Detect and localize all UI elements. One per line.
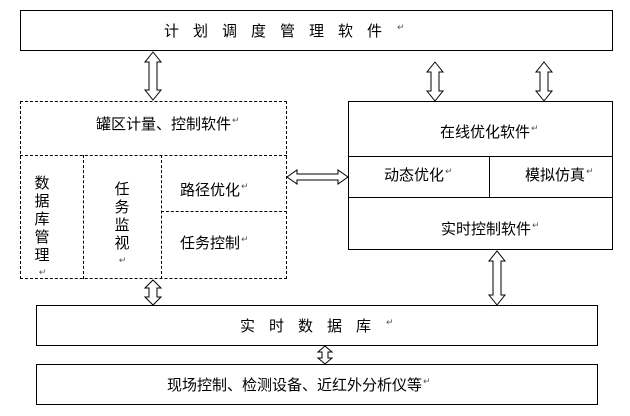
realtime-control-label: 实时控制软件↵ xyxy=(441,220,540,238)
task-monitor-label: 任务监视↵ xyxy=(114,180,130,266)
field-devices-label: 现场控制、检测设备、近红外分析仪等↵ xyxy=(167,376,431,394)
arrow-realtimedb-field xyxy=(316,345,334,365)
scheduling-software-box: 计划调度管理软件↵ xyxy=(20,10,613,51)
field-devices-box: 现场控制、检测设备、近红外分析仪等↵ xyxy=(36,364,598,405)
arrow-online-realtimedb xyxy=(487,250,507,306)
tank-area-title: 罐区计量、控制软件↵ xyxy=(96,115,240,133)
database-management-label: 数据库管理↵ xyxy=(34,174,50,278)
simulation-label: 模拟仿真↵ xyxy=(525,166,594,184)
arrow-scheduling-tank xyxy=(143,51,163,101)
online-optimization-box xyxy=(348,101,613,250)
dynamic-optimization-label: 动态优化↵ xyxy=(384,166,453,184)
online-optimization-title: 在线优化软件↵ xyxy=(440,123,539,141)
realtime-database-box: 实时数据库↵ xyxy=(36,305,598,346)
arrow-tank-online xyxy=(286,169,349,185)
arrow-scheduling-online-right xyxy=(534,61,554,102)
realtime-database-label: 实时数据库↵ xyxy=(240,317,394,335)
scheduling-software-label: 计划调度管理软件↵ xyxy=(164,22,405,40)
tank-area-box xyxy=(20,101,287,279)
task-control-label: 任务控制↵ xyxy=(180,234,249,252)
path-optimization-label: 路径优化↵ xyxy=(180,181,249,199)
arrow-scheduling-online-left xyxy=(425,61,445,102)
arrow-tank-realtimedb xyxy=(143,279,163,306)
